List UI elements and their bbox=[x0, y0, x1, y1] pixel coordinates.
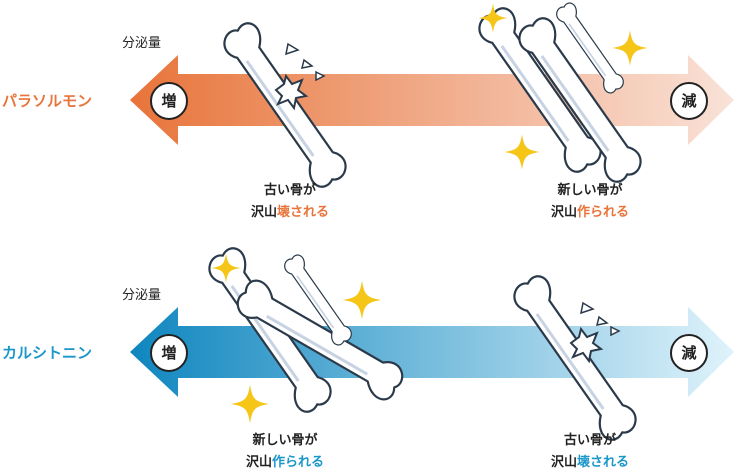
crack-icon bbox=[569, 301, 621, 364]
sparkle-icon bbox=[342, 280, 382, 320]
ct-right-caption: 古い骨が 沢山壊される bbox=[535, 430, 645, 474]
ct-right-caption-line1: 古い骨が bbox=[563, 433, 616, 448]
pth-increase-badge: 増 bbox=[150, 82, 188, 120]
crack-icon bbox=[274, 42, 326, 111]
pth-right-caption-plain: 沢山 bbox=[550, 205, 577, 220]
sparkle-icon bbox=[230, 384, 270, 424]
ct-right-caption-accent: 壊される bbox=[577, 455, 630, 470]
pth-left-caption-accent: 壊される bbox=[277, 205, 330, 220]
ct-secretion-label: 分泌量 bbox=[122, 288, 162, 303]
pth-left-caption: 古い骨が 沢山壊される bbox=[235, 180, 345, 224]
ct-left-caption: 新しい骨が 沢山作られる bbox=[230, 430, 340, 474]
sparkle-icon bbox=[504, 134, 540, 170]
ct-arrow bbox=[130, 307, 734, 397]
pth-left-caption-line1: 古い骨が bbox=[263, 183, 316, 198]
pth-decrease-badge: 減 bbox=[670, 82, 708, 120]
ct-name: カルシトニン bbox=[2, 344, 93, 362]
ct-right-caption-plain: 沢山 bbox=[550, 455, 577, 470]
ct-left-caption-line1: 新しい骨が bbox=[252, 433, 318, 448]
pth-right-caption-accent: 作られる bbox=[577, 205, 630, 220]
pth-right-caption-line1: 新しい骨が bbox=[557, 183, 623, 198]
pth-left-caption-plain: 沢山 bbox=[250, 205, 277, 220]
sparkle-icon bbox=[612, 30, 648, 66]
pth-right-caption: 新しい骨が 沢山作られる bbox=[535, 180, 645, 224]
ct-increase-badge: 増 bbox=[150, 334, 188, 372]
pth-name: パラソルモン bbox=[2, 92, 93, 110]
pth-secretion-label: 分泌量 bbox=[122, 36, 162, 51]
pth-arrow bbox=[130, 55, 734, 145]
ct-decrease-badge: 減 bbox=[670, 334, 708, 372]
ct-left-caption-plain: 沢山 bbox=[245, 455, 272, 470]
ct-left-caption-accent: 作られる bbox=[272, 455, 325, 470]
